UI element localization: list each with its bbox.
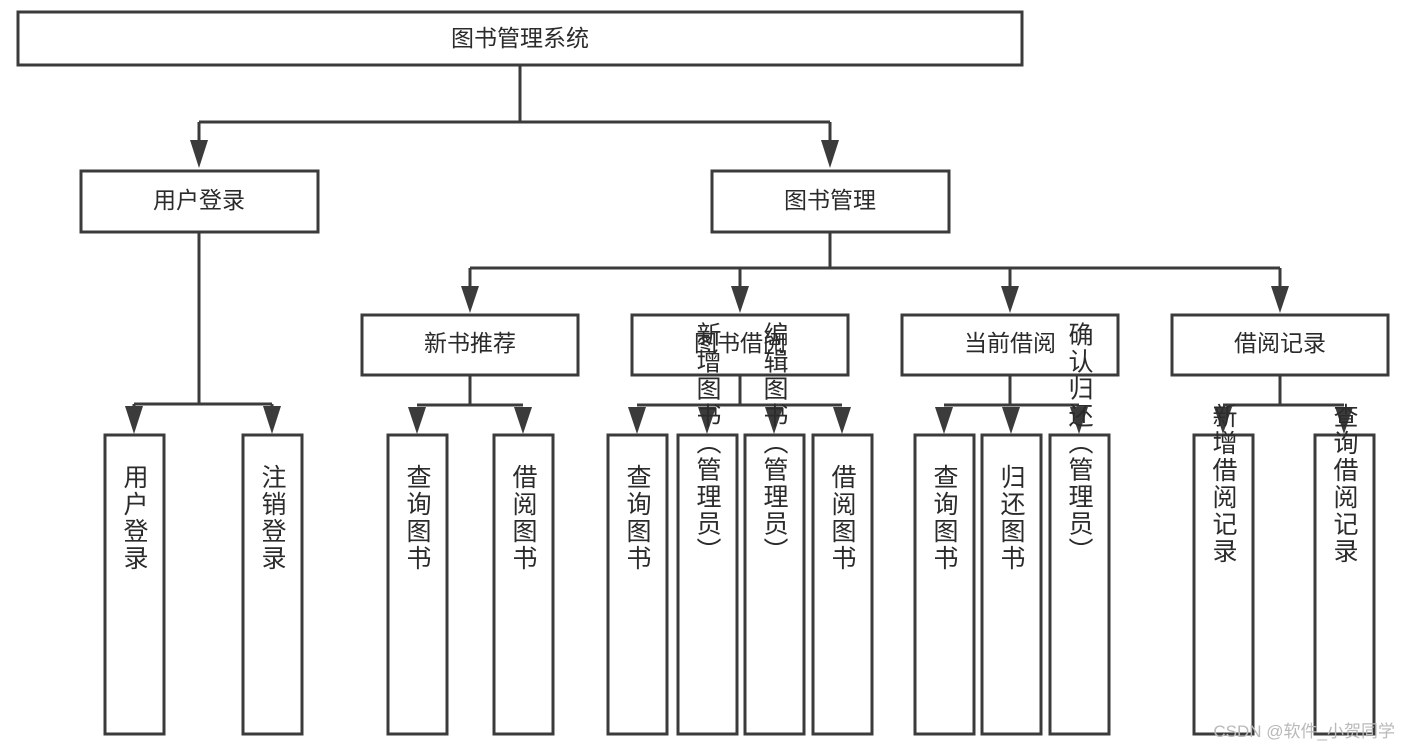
arrowhead-leaf-user-login [125, 406, 143, 434]
leaf-br-add-record-box[interactable] [1192, 433, 1255, 736]
leaf-cb-query-book-label: 查询图书 [930, 464, 959, 572]
arrowhead-cb-leaf-2 [1002, 407, 1020, 434]
connector-group-current-borrow [935, 375, 1088, 434]
leaf-node-bb-add-book[interactable]: 新增图书（管理员） [676, 322, 739, 736]
leaf-bb-edit-book-box[interactable] [743, 433, 806, 736]
leaf-bb-query-book-label: 查询图书 [623, 464, 652, 572]
arrowhead-cb-leaf-3 [1070, 407, 1088, 434]
arrowhead-leaf-logout [263, 406, 281, 434]
arrowhead-br-leaf-1 [1214, 407, 1232, 434]
connector-group-borrow-records [1214, 375, 1353, 434]
connector-group-user-login [125, 232, 281, 434]
leaf-nbr-borrow-book-box[interactable] [492, 433, 555, 736]
node-borrow-records[interactable]: 借阅记录 [1170, 313, 1390, 377]
leaf-cb-confirm-return-box[interactable] [1048, 433, 1111, 736]
node-current-borrow-label: 当前借阅 [964, 330, 1056, 356]
node-user-login[interactable]: 用户登录 [79, 169, 320, 234]
leaf-node-user-login[interactable]: 用户登录 [103, 433, 166, 736]
node-root-system[interactable]: 图书管理系统 [16, 10, 1024, 67]
node-new-book-recommend[interactable]: 新书推荐 [360, 313, 580, 377]
arrowhead-bb-leaf-1 [628, 407, 646, 434]
leaf-nbr-query-book-box[interactable] [386, 433, 449, 736]
node-borrow-records-label: 借阅记录 [1234, 330, 1326, 356]
leaf-bb-borrow-book-box[interactable] [811, 433, 874, 736]
leaf-logout-label: 注销登录 [258, 464, 287, 572]
leaf-bb-borrow-book-label: 借阅图书 [828, 464, 857, 572]
leaf-bb-add-book-box[interactable] [676, 433, 739, 736]
leaf-node-bb-edit-book[interactable]: 编辑图书（管理员） [743, 322, 806, 736]
leaf-node-logout[interactable]: 注销登录 [241, 433, 304, 736]
leaf-cb-query-book-box[interactable] [913, 433, 976, 736]
arrowhead-bb-leaf-2 [698, 407, 716, 434]
leaf-node-nbr-borrow-book[interactable]: 借阅图书 [492, 433, 555, 736]
leaf-cb-return-book-box[interactable] [980, 433, 1043, 736]
leaf-node-nbr-query-book[interactable]: 查询图书 [386, 433, 449, 736]
arrowhead-book-borrow [731, 286, 749, 313]
leaf-br-query-record-box[interactable] [1313, 433, 1376, 736]
leaf-node-br-add-record[interactable]: 新增借阅记录 [1192, 403, 1255, 736]
leaf-br-query-record-label: 查询借阅记录 [1330, 403, 1359, 565]
node-book-borrow-box[interactable] [630, 313, 850, 377]
node-borrow-records-box[interactable] [1170, 313, 1390, 377]
leaf-bb-query-book-box[interactable] [606, 433, 669, 736]
node-book-borrow[interactable]: 图书借阅 [630, 313, 850, 377]
node-root-box[interactable] [16, 10, 1024, 67]
node-new-book-recommend-label: 新书推荐 [424, 330, 516, 356]
connector-group-book-borrow [628, 375, 851, 434]
node-current-borrow[interactable]: 当前借阅 [900, 313, 1120, 377]
leaf-node-bb-query-book[interactable]: 查询图书 [606, 433, 669, 736]
arrowhead-borrow-records [1271, 286, 1289, 313]
leaf-logout-box[interactable] [241, 433, 304, 736]
leaf-user-login-box[interactable] [103, 433, 166, 736]
connector-group-root [190, 65, 839, 168]
node-book-management-label: 图书管理 [784, 187, 876, 213]
node-user-login-box[interactable] [79, 169, 320, 234]
leaf-bb-add-book-label: 新增图书（管理员） [693, 322, 722, 565]
arrowhead-bb-leaf-4 [833, 407, 851, 434]
node-book-borrow-label: 图书借阅 [694, 330, 786, 356]
arrowhead-book-mgmt [821, 140, 839, 168]
arrowhead-br-leaf-2 [1335, 407, 1353, 434]
arrowhead-cb-leaf-1 [935, 407, 953, 434]
leaf-node-bb-borrow-book[interactable]: 借阅图书 [811, 433, 874, 736]
arrowhead-user-login [190, 140, 208, 168]
leaf-nbr-query-book-label: 查询图书 [403, 464, 432, 572]
connector-group-book-mgmt [461, 232, 1289, 313]
leaf-user-login-label: 用户登录 [120, 464, 149, 572]
arrowhead-nbr-leaf-2 [514, 407, 532, 434]
leaf-cb-return-book-label: 归还图书 [997, 464, 1026, 572]
arrowhead-bb-leaf-3 [765, 407, 783, 434]
leaf-node-cb-return-book[interactable]: 归还图书 [980, 433, 1043, 736]
node-root-label: 图书管理系统 [451, 25, 589, 51]
arrowhead-nbr-leaf-1 [408, 407, 426, 434]
leaf-bb-edit-book-label: 编辑图书（管理员） [760, 322, 789, 565]
leaf-node-cb-query-book[interactable]: 查询图书 [913, 433, 976, 736]
node-user-login-label: 用户登录 [153, 187, 245, 213]
leaf-node-br-query-record[interactable]: 查询借阅记录 [1313, 403, 1376, 736]
arrowhead-new-book-recommend [461, 286, 479, 313]
leaf-node-cb-confirm-return[interactable]: 确认归还（管理员） [1048, 322, 1111, 736]
leaf-br-add-record-label: 新增借阅记录 [1209, 403, 1238, 565]
node-current-borrow-box[interactable] [900, 313, 1120, 377]
node-new-book-recommend-box[interactable] [360, 313, 580, 377]
leaf-cb-confirm-return-label: 确认归还（管理员） [1065, 322, 1094, 565]
arrowhead-current-borrow [1001, 286, 1019, 313]
connector-group-new-book-recommend [408, 375, 532, 434]
node-book-management[interactable]: 图书管理 [710, 169, 951, 234]
leaf-nbr-borrow-book-label: 借阅图书 [509, 464, 538, 572]
node-book-management-box[interactable] [710, 169, 951, 234]
